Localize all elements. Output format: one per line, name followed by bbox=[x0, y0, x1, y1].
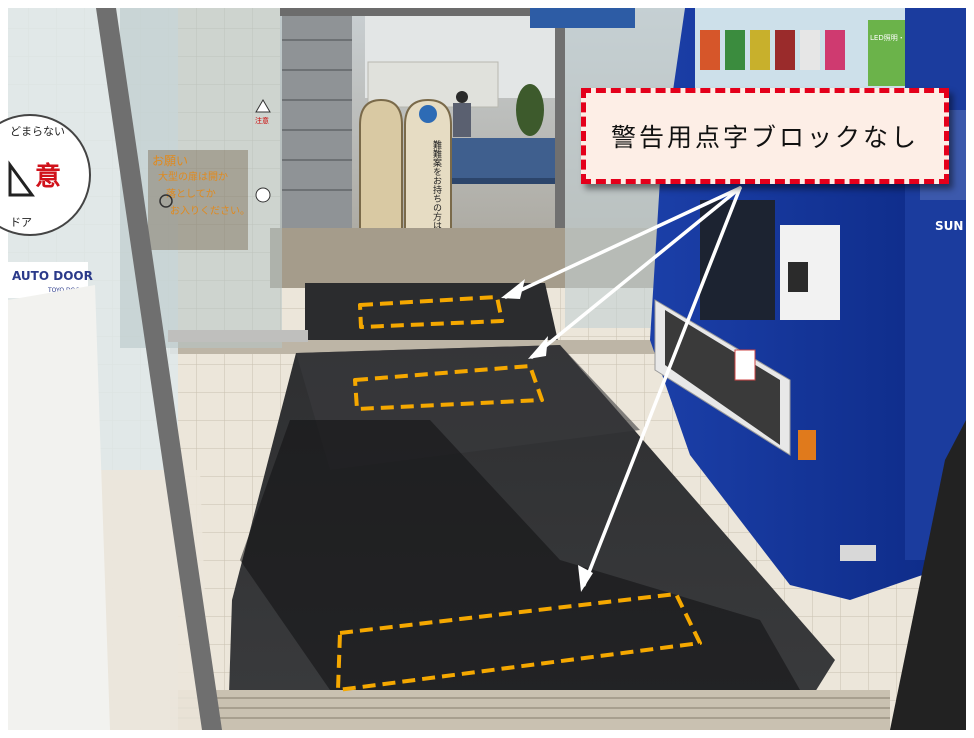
notice-heading: お願い bbox=[152, 154, 188, 168]
arrow-to-near-marker bbox=[582, 186, 742, 587]
notice-label: 注意 bbox=[255, 116, 269, 125]
vending-brand: SUN bbox=[935, 219, 963, 233]
floor-grating bbox=[170, 690, 890, 730]
door-sticker-big-text: 意 bbox=[35, 161, 61, 192]
inner-floor-mat bbox=[305, 283, 560, 350]
marker-group bbox=[336, 295, 702, 692]
sign-board-left bbox=[359, 98, 403, 231]
shadow-on-mat bbox=[240, 420, 800, 690]
marker-far bbox=[358, 295, 504, 329]
callout-text: 警告用点字ブロックなし bbox=[610, 123, 919, 152]
door-frame-left bbox=[96, 8, 222, 730]
arrow-to-far-marker bbox=[504, 186, 742, 299]
notice-line2: 落としてか bbox=[166, 188, 216, 200]
callout-box: 警告用点字ブロックなし bbox=[581, 88, 949, 184]
marker-middle bbox=[353, 364, 544, 411]
pole-right bbox=[890, 420, 966, 730]
door-frame-right bbox=[555, 8, 565, 228]
arrow-group bbox=[504, 186, 742, 587]
door-logo: AUTO DOOR bbox=[12, 269, 93, 283]
sign-board-right bbox=[404, 98, 452, 233]
door-frame-top bbox=[280, 8, 570, 16]
lobby-benches bbox=[445, 138, 555, 180]
door-sticker bbox=[0, 114, 91, 236]
notice-line1: 大型の扉は開か bbox=[158, 170, 228, 183]
arrow-to-middle-marker bbox=[530, 186, 742, 359]
door-sticker-top-text: どまらない bbox=[10, 125, 65, 138]
notice-line3: お入りください。 bbox=[170, 205, 250, 217]
door-pillar bbox=[8, 285, 110, 730]
staircase bbox=[282, 8, 352, 233]
marker-near bbox=[336, 592, 702, 692]
door-sticker-bottom-text: ドア bbox=[10, 216, 32, 229]
